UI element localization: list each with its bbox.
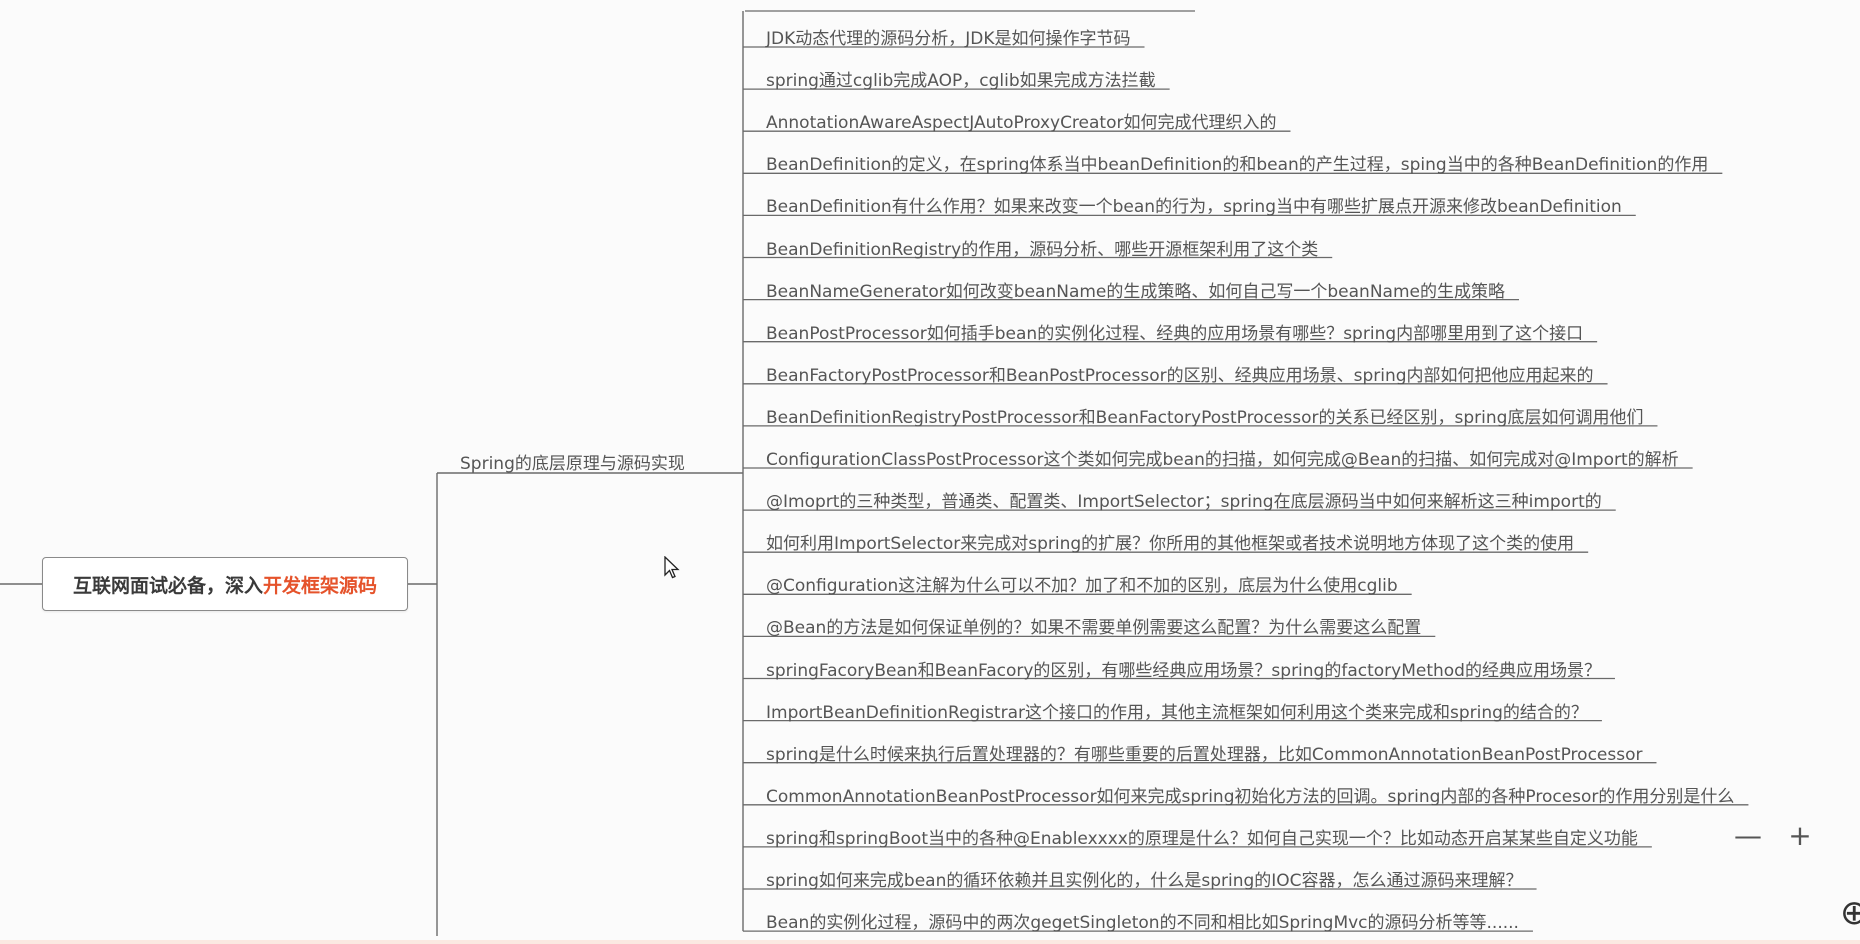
subtopic-item[interactable]: ConfigurationClassPostProcessor这个类如何完成be…	[766, 450, 1679, 470]
subtopic-item[interactable]: @Bean的方法是如何保证单例的？如果不需要单例需要这么配置？为什么需要这么配置	[766, 618, 1422, 639]
subtopic-item[interactable]: BeanNameGenerator如何改变beanName的生成策略、如何自己写…	[766, 281, 1505, 302]
zoom-out-button[interactable]: —	[1734, 819, 1762, 852]
subtopic-item[interactable]: AnnotationAwareAspectJAutoProxyCreator如何…	[766, 113, 1277, 134]
subtopic-item[interactable]: @Configuration这注解为什么可以不加？加了和不加的区别，底层为什么使…	[766, 576, 1398, 597]
subtopic-item[interactable]: Bean的实例化过程，源码中的两次gegetSingleton的不同和相比如Sp…	[766, 913, 1519, 934]
bottom-edge-strip	[0, 940, 1860, 944]
subtopic-item[interactable]: spring如何来完成bean的循环依赖并且实例化的，什么是spring的IOC…	[766, 871, 1523, 891]
subtopic-item[interactable]: JDK动态代理的源码分析，JDK是如何操作字节码	[766, 29, 1131, 49]
zoom-in-button[interactable]: +	[1788, 819, 1812, 852]
root-topic-node[interactable]: 互联网面试必备，深入开发框架源码	[42, 557, 408, 611]
subtopic-item[interactable]: BeanFactoryPostProcessor和BeanPostProcess…	[766, 365, 1594, 386]
subtopic-item[interactable]: ImportBeanDefinitionRegistrar这个接口的作用，其他主…	[766, 702, 1588, 723]
mouse-cursor-icon	[664, 555, 680, 584]
subtopic-item[interactable]: @Imoprt的三种类型，普通类、配置类、ImportSelector；spri…	[766, 492, 1602, 513]
subtopic-item[interactable]: spring通过cglib完成AOP，cglib如果完成方法拦截	[766, 71, 1156, 92]
subtopic-item[interactable]: BeanDefinitionRegistryPostProcessor和Bean…	[766, 407, 1644, 428]
subtopic-item[interactable]: BeanDefinition有什么作用？如果来改变一个bean的行为，sprin…	[766, 197, 1622, 218]
branch-topic-spring[interactable]: Spring的底层原理与源码实现	[460, 454, 685, 474]
clipped-settings-icon[interactable]: ⊕	[1840, 893, 1860, 933]
subtopic-item[interactable]: spring是什么时候来执行后置处理器的？有哪些重要的后置处理器，比如Commo…	[766, 744, 1643, 765]
subtopic-item[interactable]: spring和springBoot当中的各种@Enablexxxx的原理是什么？…	[766, 828, 1638, 849]
root-topic-highlight: 开发框架源码	[263, 574, 378, 597]
subtopic-item[interactable]: BeanDefinitionRegistry的作用，源码分析、哪些开源框架利用了…	[766, 239, 1319, 260]
root-topic-text: 互联网面试必备，深入	[72, 574, 263, 597]
subtopic-item[interactable]: CommonAnnotationBeanPostProcessor如何来完成sp…	[766, 786, 1735, 807]
subtopic-item[interactable]: BeanDefinition的定义，在spring体系当中beanDefinit…	[766, 155, 1709, 176]
subtopic-item[interactable]: BeanPostProcessor如何插手bean的实例化过程、经典的应用场景有…	[766, 323, 1584, 344]
subtopic-item[interactable]: 如何利用ImportSelector来完成对spring的扩展？你所用的其他框架…	[766, 534, 1575, 555]
subtopic-item[interactable]: springFacoryBean和BeanFacory的区别，有哪些经典应用场景…	[766, 660, 1601, 681]
